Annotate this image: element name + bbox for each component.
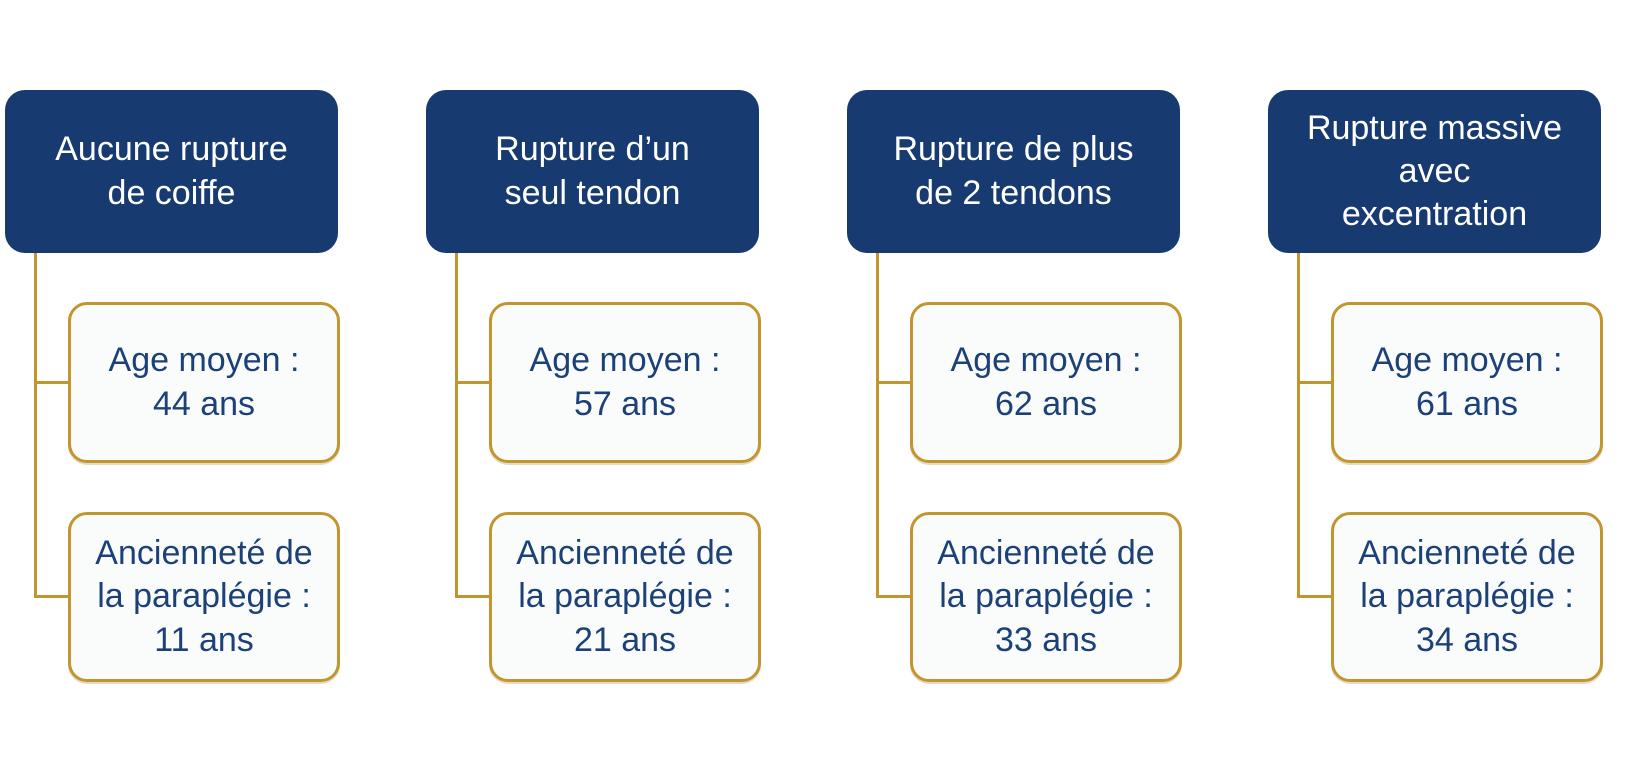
connector-vertical-line bbox=[34, 253, 37, 597]
header-box: Rupture de plus de 2 tendons bbox=[847, 90, 1180, 253]
child-box-age-moyen: Age moyen : 44 ans bbox=[68, 302, 340, 463]
connector-stub-age bbox=[34, 381, 71, 384]
connector-vertical-line bbox=[876, 253, 879, 597]
child-label: Age moyen : 61 ans bbox=[1371, 341, 1563, 423]
child-label: Age moyen : 44 ans bbox=[108, 341, 300, 423]
child-box-age-moyen: Age moyen : 57 ans bbox=[489, 302, 761, 463]
connector-stub-anciennete bbox=[1297, 595, 1334, 598]
connector-vertical-line bbox=[455, 253, 458, 597]
connector-stub-anciennete bbox=[34, 595, 71, 598]
header-box: Aucune rupture de coiffe bbox=[5, 90, 338, 253]
column-aucune-rupture-de-coiffe: Aucune rupture de coiffe Age moyen : 44 … bbox=[5, 0, 345, 771]
header-label: Rupture massive avec excentration bbox=[1306, 108, 1563, 234]
header-box: Rupture d’un seul tendon bbox=[426, 90, 759, 253]
connector-vertical-line bbox=[1297, 253, 1300, 597]
header-label: Aucune rupture de coiffe bbox=[55, 130, 288, 212]
child-label: Ancienneté de la paraplégie : 33 ans bbox=[937, 534, 1155, 659]
child-label: Ancienneté de la paraplégie : 11 ans bbox=[95, 534, 313, 659]
connector-stub-anciennete bbox=[876, 595, 913, 598]
child-label: Ancienneté de la paraplégie : 34 ans bbox=[1358, 534, 1576, 659]
child-label: Ancienneté de la paraplégie : 21 ans bbox=[516, 534, 734, 659]
child-box-anciennete-paraplegie: Ancienneté de la paraplégie : 34 ans bbox=[1331, 512, 1603, 682]
child-box-anciennete-paraplegie: Ancienneté de la paraplégie : 11 ans bbox=[68, 512, 340, 682]
column-rupture-massive-avec-excentration: Rupture massive avec excentration Age mo… bbox=[1268, 0, 1608, 771]
header-label: Rupture de plus de 2 tendons bbox=[893, 130, 1134, 212]
header-box: Rupture massive avec excentration bbox=[1268, 90, 1601, 253]
child-box-age-moyen: Age moyen : 62 ans bbox=[910, 302, 1182, 463]
child-label: Age moyen : 57 ans bbox=[529, 341, 721, 423]
child-box-anciennete-paraplegie: Ancienneté de la paraplégie : 33 ans bbox=[910, 512, 1182, 682]
connector-stub-age bbox=[876, 381, 913, 384]
connector-stub-anciennete bbox=[455, 595, 492, 598]
child-box-age-moyen: Age moyen : 61 ans bbox=[1331, 302, 1603, 463]
connector-stub-age bbox=[455, 381, 492, 384]
header-label: Rupture d’un seul tendon bbox=[495, 130, 690, 212]
column-rupture-de-plus-de-2-tendons: Rupture de plus de 2 tendons Age moyen :… bbox=[847, 0, 1187, 771]
child-box-anciennete-paraplegie: Ancienneté de la paraplégie : 21 ans bbox=[489, 512, 761, 682]
child-label: Age moyen : 62 ans bbox=[950, 341, 1142, 423]
connector-stub-age bbox=[1297, 381, 1334, 384]
column-rupture-d-un-seul-tendon: Rupture d’un seul tendon Age moyen : 57 … bbox=[426, 0, 766, 771]
